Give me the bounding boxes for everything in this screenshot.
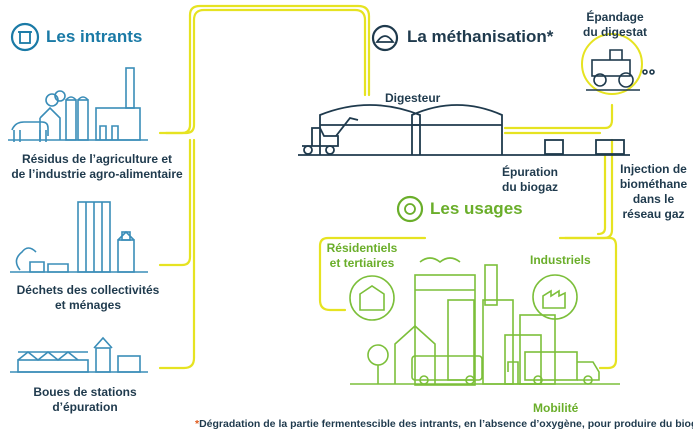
residential-label: Résidentiels et tertiaires — [326, 241, 398, 270]
input-label-sludge: Boues de stations d’épuration — [33, 385, 137, 414]
input-label-waste: Déchets des collectivités et ménages — [16, 283, 160, 312]
digester-illustration — [298, 104, 630, 156]
intrants-icon — [10, 22, 40, 52]
footnote: *Dégradation de la partie fermentescible… — [195, 418, 693, 430]
purification-label: Épuration du biogaz — [502, 165, 558, 194]
usages-icon — [396, 195, 424, 223]
agro-industry-illustration — [8, 67, 148, 142]
waste-illustration — [10, 201, 148, 273]
methanisation-icon — [371, 24, 399, 52]
sludge-illustration — [10, 336, 148, 373]
input-label-agro: Résidus de l’agriculture et de l’industr… — [11, 152, 183, 181]
industrial-label: Industriels — [530, 253, 591, 267]
mobility-label: Mobilité — [533, 401, 579, 415]
yellow-pipes — [158, 4, 618, 370]
methanisation-title: La méthanisation* — [407, 27, 554, 46]
digester-label: Digesteur — [385, 91, 441, 105]
intrants-title: Les intrants — [46, 27, 143, 46]
usages-title: Les usages — [430, 199, 523, 218]
injection-label: Injection de biométhane dans le réseau g… — [619, 162, 688, 221]
city-illustration — [349, 257, 620, 386]
spreading-tractor-illustration — [581, 33, 655, 95]
spreading-label: Épandage du digestat — [582, 10, 647, 39]
